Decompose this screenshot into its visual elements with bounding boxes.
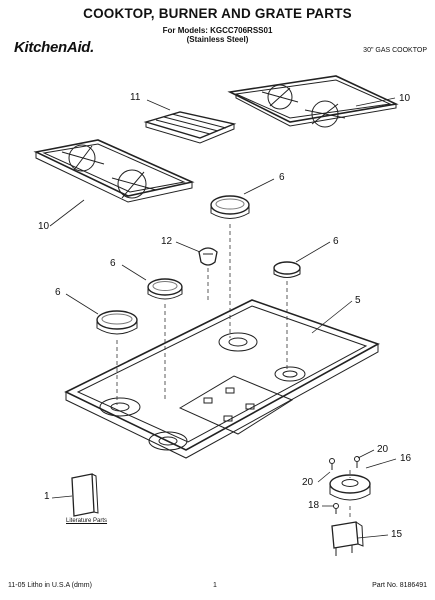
litho-note: 11-05 Litho in U.S.A (dmm) [8,582,92,589]
callout-1: 1 [44,491,50,502]
callout-20-left: 20 [302,477,314,488]
burner-cap-small [273,261,301,278]
callout-15: 15 [391,529,403,540]
callout-16: 16 [400,453,412,464]
burner-cap-left [96,310,138,335]
callout-6-right: 6 [333,236,339,247]
part-number: Part No. 8186491 [372,582,427,589]
burner-knob-12 [198,247,218,266]
grate-center [143,111,237,144]
igniter-15 [331,521,364,556]
finish-label: (Stainless Steel) [186,35,249,44]
literature-parts-label: Literature Parts [66,518,108,524]
callout-12: 12 [161,236,173,247]
product-type: 30" GAS COOKTOP [363,47,427,54]
callout-10-right: 10 [399,93,411,104]
callout-11: 11 [130,92,141,103]
page-title: COOKTOP, BURNER AND GRATE PARTS [83,6,352,21]
page-number: 1 [213,582,217,589]
model-number: For Models: KGCC706RSS01 [162,26,273,35]
callout-18: 18 [308,500,320,511]
callout-6-left: 6 [55,287,61,298]
burner-cap-medium [147,278,183,300]
callout-5: 5 [355,295,361,306]
callout-6-top: 6 [279,172,285,183]
cooktop-body [64,299,380,459]
callout-6-mid: 6 [110,258,116,269]
callout-20-top: 20 [377,444,389,455]
brand-logo: KitchenAid. [14,39,95,56]
grate-left [33,139,195,203]
burner-base-16 [329,456,371,514]
grate-right [227,75,399,128]
literature-parts [71,473,99,517]
callout-10-left: 10 [38,221,50,232]
burner-cap-large [210,195,250,219]
